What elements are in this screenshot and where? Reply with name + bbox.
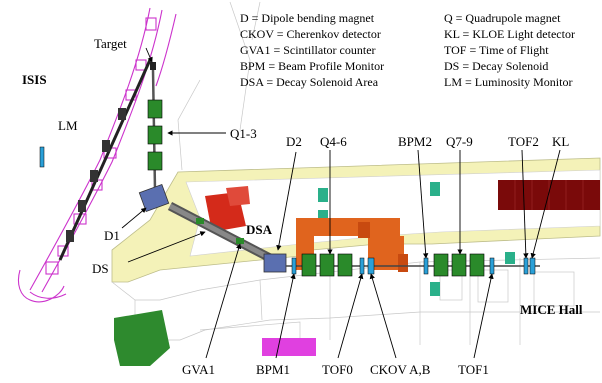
beamline: [39, 62, 540, 277]
legend-left-2: GVA1 = Scintillator counter: [240, 43, 376, 57]
legend-left-4: DSA = Decay Solenoid Area: [240, 75, 379, 89]
label-ckov: CKOV A,B: [370, 362, 431, 377]
label-tof2: TOF2: [508, 134, 539, 149]
area-isis: ISIS: [22, 72, 47, 87]
shielding-orange: [398, 254, 408, 272]
label-tof0: TOF0: [322, 362, 353, 377]
tof2: [523, 257, 529, 275]
legend-right-1: KL = KLOE Light detector: [444, 27, 575, 41]
quadrupole-q8: [451, 253, 467, 277]
legend-right-0: Q = Quadrupole magnet: [444, 11, 561, 25]
label-gva1: GVA1: [182, 362, 215, 377]
tof1: [489, 257, 495, 275]
quadrupole-q6: [337, 253, 353, 277]
label-ds: DS: [92, 261, 109, 276]
legend-right-3: DS = Decay Solenoid: [444, 59, 548, 73]
dipole-d1: [138, 183, 170, 213]
label-bpm2: BPM2: [398, 134, 432, 149]
legend-left-1: CKOV = Cherenkov detector: [240, 27, 381, 41]
quadrupole-q4: [301, 253, 317, 277]
shielding-red: [226, 186, 250, 206]
label-bpm1: BPM1: [256, 362, 290, 377]
teal-block: [318, 188, 328, 202]
area-mice-hall: MICE Hall: [520, 302, 583, 317]
bpm1: [291, 257, 297, 275]
quadrupole-q3: [147, 151, 163, 171]
legend: D = Dipole bending magnet CKOV = Cherenk…: [240, 11, 575, 89]
magenta-block: [262, 338, 316, 356]
quadrupole-q9: [469, 253, 485, 277]
label-kl: KL: [552, 134, 569, 149]
label-d2: D2: [286, 134, 302, 149]
isis-extraction-line: [58, 59, 152, 261]
target-marker: [150, 62, 156, 70]
quadrupole-q1: [147, 99, 163, 119]
tof0: [359, 257, 365, 275]
teal-block: [430, 282, 440, 296]
teal-block: [505, 252, 515, 264]
quadrupole-q2: [147, 125, 163, 145]
hall-floorplan: [111, 1, 601, 366]
teal-block: [430, 182, 440, 196]
label-q1-3: Q1-3: [230, 126, 257, 141]
isis-magnets: [66, 108, 126, 242]
ckov: [367, 257, 375, 275]
bpm2: [423, 257, 429, 275]
kl-detector: [529, 257, 536, 275]
legend-right-4: LM = Luminosity Monitor: [444, 75, 572, 89]
teal-block: [318, 210, 328, 222]
label-lm: LM: [58, 118, 78, 133]
dipole-d2: [263, 253, 287, 273]
legend-left-0: D = Dipole bending magnet: [240, 11, 375, 25]
legend-right-2: TOF = Time of Flight: [444, 43, 549, 57]
leader-lines: [121, 47, 561, 359]
luminosity-monitor: [39, 146, 45, 168]
shielding-orange: [358, 222, 370, 238]
shielding-orange: [296, 218, 400, 236]
label-tof1: TOF1: [458, 362, 489, 377]
green-area: [114, 310, 170, 366]
quadrupole-q7: [433, 253, 449, 277]
quadrupole-q5: [319, 253, 335, 277]
label-d1: D1: [104, 228, 120, 243]
label-q7-9: Q7-9: [446, 134, 473, 149]
area-dsa: DSA: [246, 222, 273, 237]
label-q4-6: Q4-6: [320, 134, 347, 149]
legend-left-3: BPM = Beam Profile Monitor: [240, 59, 384, 73]
label-target: Target: [94, 36, 127, 51]
